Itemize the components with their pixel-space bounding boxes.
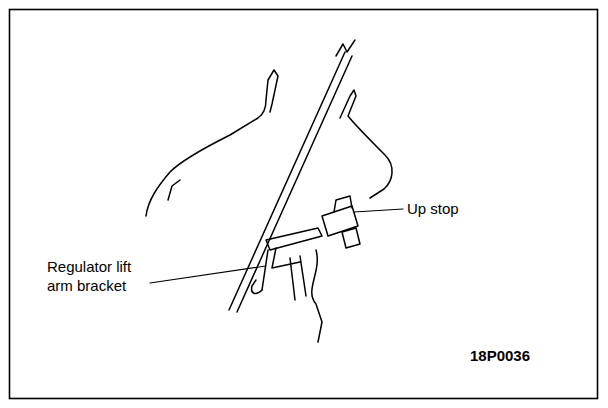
window-glass <box>237 56 352 312</box>
figure-code: 18P0036 <box>470 346 530 365</box>
outer-panel <box>168 180 180 200</box>
part-label: Regulator lift arm bracket <box>47 257 147 295</box>
lift-arm-bracket <box>252 280 262 293</box>
lift-arm-bracket <box>262 248 306 300</box>
part-label: Up stop <box>407 199 459 218</box>
lift-arm-bracket <box>266 228 322 250</box>
frame-border <box>10 10 598 399</box>
up-stop <box>342 228 360 248</box>
inner-panel <box>340 90 392 198</box>
leader-line <box>150 266 266 283</box>
leader-line <box>354 209 403 212</box>
break-mark <box>336 40 355 56</box>
window-glass <box>229 52 345 310</box>
inner-panel <box>312 250 322 342</box>
up-stop <box>334 196 352 212</box>
outer-panel <box>146 70 278 216</box>
up-stop <box>322 206 358 236</box>
